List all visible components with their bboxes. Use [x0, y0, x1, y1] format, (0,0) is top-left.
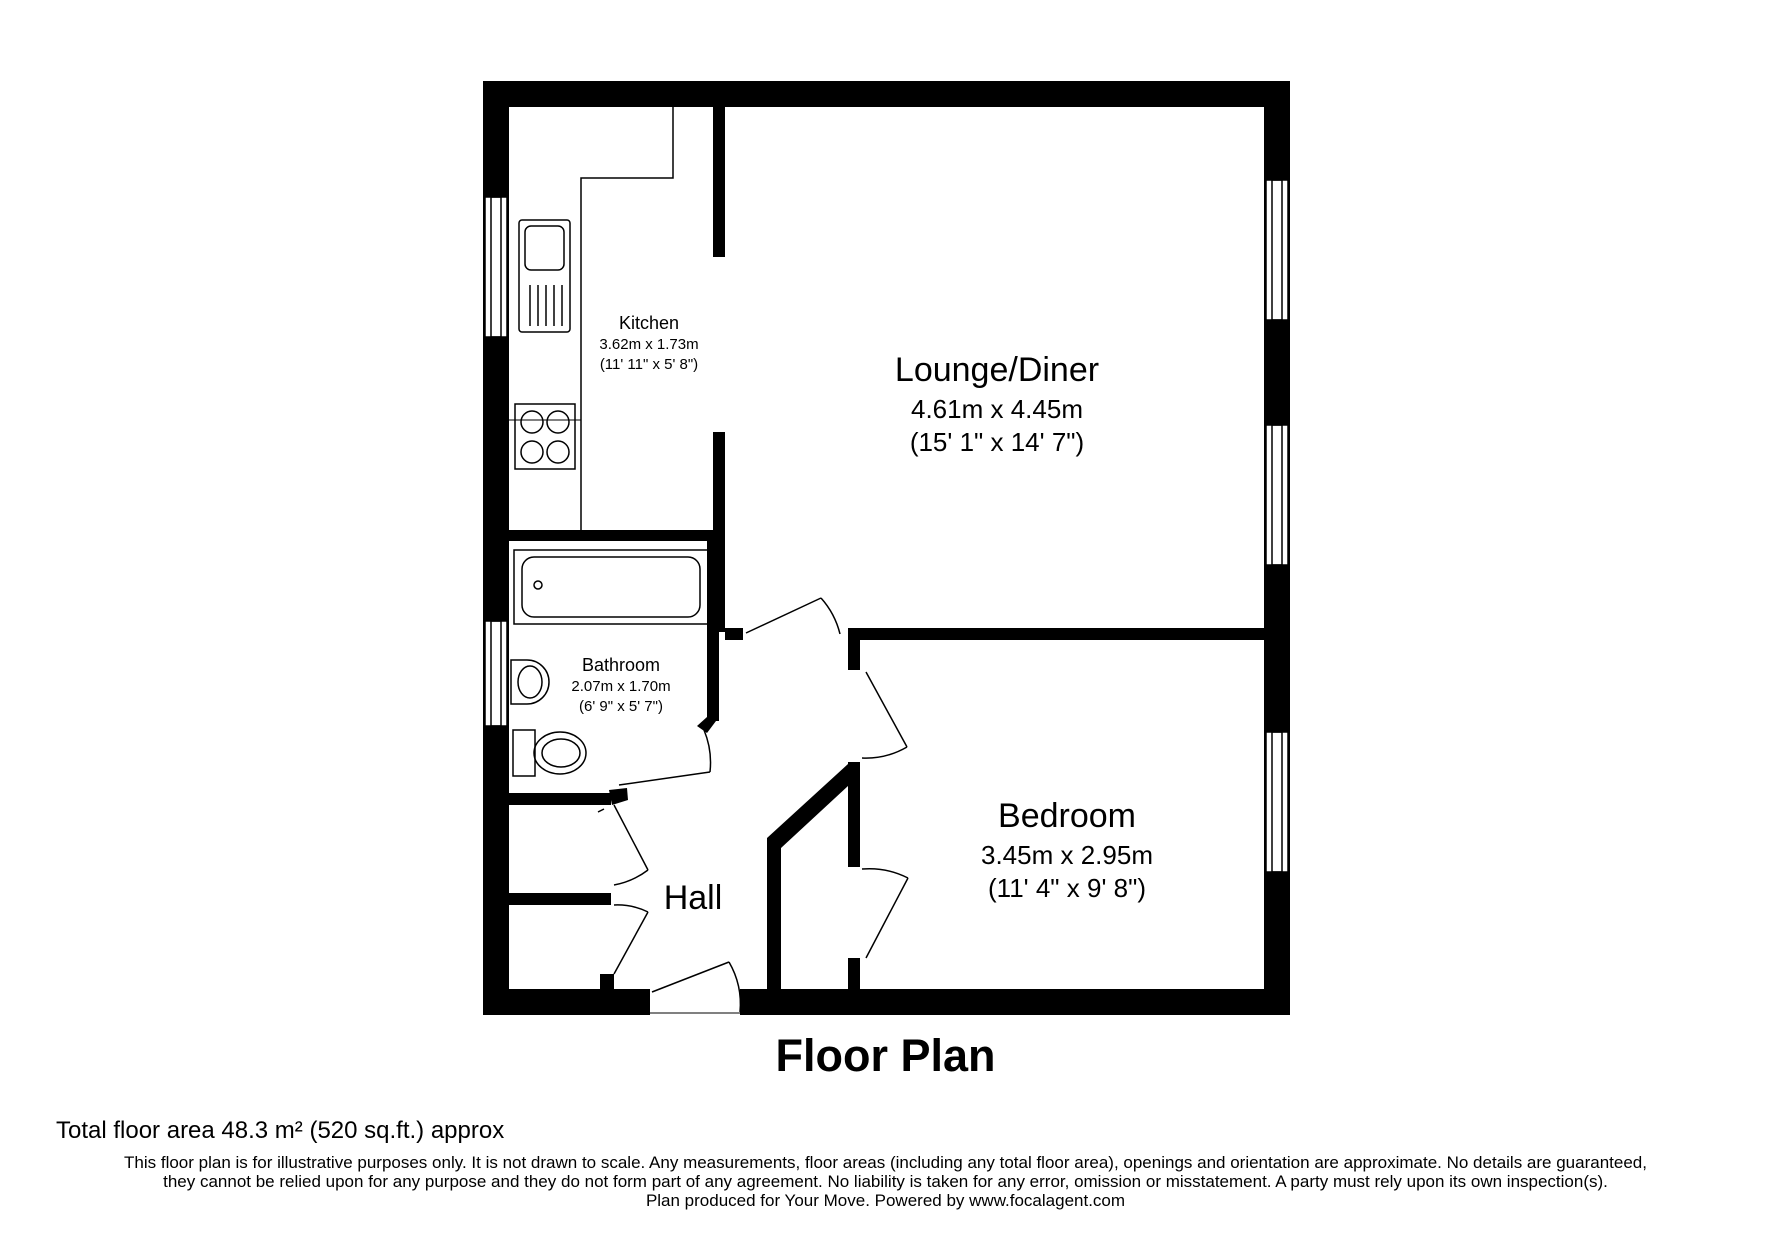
- kitchen-worktop: [580, 107, 674, 532]
- bedroom-metric: 3.45m x 2.95m: [981, 840, 1153, 870]
- hob-icon: [514, 403, 576, 470]
- windows: [484, 179, 1289, 873]
- lounge-imperial: (15' 1" x 14' 7"): [910, 427, 1084, 457]
- window-kitchen: [484, 196, 508, 338]
- room-label-bedroom: Bedroom 3.45m x 2.95m (11' 4" x 9' 8"): [981, 797, 1153, 903]
- basin-icon: [510, 659, 550, 705]
- kitchen-sink-icon: [518, 219, 571, 333]
- kitchen-imperial: (11' 11" x 5' 8"): [600, 356, 698, 373]
- bedroom-name: Bedroom: [998, 797, 1136, 835]
- outer-walls: [483, 81, 1290, 1015]
- doors: [597, 597, 909, 1014]
- lounge-metric: 4.61m x 4.45m: [911, 394, 1083, 424]
- hall-name: Hall: [664, 879, 723, 917]
- interior-walls: [509, 107, 1264, 989]
- window-lounge-upper: [1265, 179, 1289, 321]
- kitchen-name: Kitchen: [619, 313, 679, 333]
- toilet-icon: [512, 729, 587, 777]
- kitchen-metric: 3.62m x 1.73m: [599, 336, 698, 353]
- window-bathroom: [484, 620, 508, 727]
- bathroom-name: Bathroom: [582, 655, 660, 675]
- bathroom-imperial: (6' 9" x 5' 7"): [579, 698, 663, 715]
- room-label-lounge: Lounge/Diner 4.61m x 4.45m (15' 1" x 14'…: [895, 351, 1099, 457]
- lounge-name: Lounge/Diner: [895, 351, 1099, 389]
- room-label-bathroom: Bathroom 2.07m x 1.70m (6' 9" x 5' 7"): [571, 655, 670, 715]
- room-label-kitchen: Kitchen 3.62m x 1.73m (11' 11" x 5' 8"): [599, 313, 698, 373]
- room-label-hall: Hall: [664, 879, 723, 917]
- window-bedroom: [1265, 731, 1289, 873]
- bathroom-metric: 2.07m x 1.70m: [571, 678, 670, 695]
- bathtub-icon: [513, 549, 709, 625]
- bedroom-imperial: (11' 4" x 9' 8"): [988, 873, 1146, 903]
- window-lounge-lower: [1265, 424, 1289, 566]
